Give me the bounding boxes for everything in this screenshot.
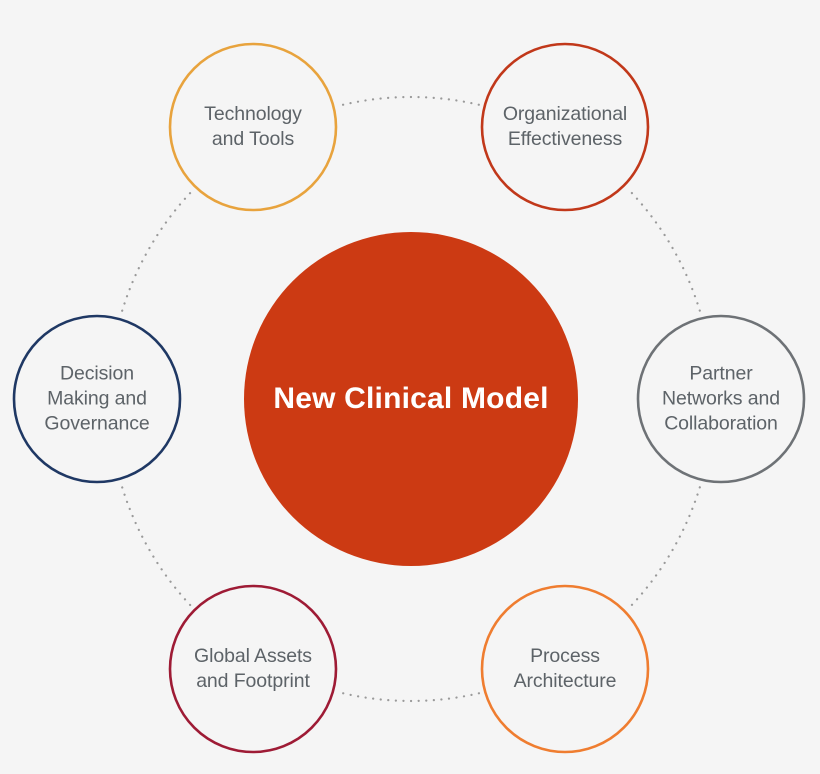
node-circle-organizational-effectiveness[interactable] — [480, 42, 650, 212]
node-circle-technology-and-tools[interactable] — [168, 42, 338, 212]
hub-circle[interactable] — [244, 232, 578, 566]
connector-arc — [341, 95, 481, 106]
connector-arc — [341, 692, 481, 703]
node-rings — [12, 42, 806, 754]
node-label-global-assets-and-footprint: Global Assets and Footprint — [194, 645, 312, 692]
node-circle-decision-making-and-governance[interactable] — [12, 314, 182, 484]
connector-arc — [630, 191, 701, 312]
node-circle-global-assets-and-footprint[interactable] — [168, 584, 338, 754]
node-circle-partner-networks-and-collaboration[interactable] — [636, 314, 806, 484]
hub-label: New Clinical Model — [273, 382, 549, 415]
connector-arc — [121, 191, 192, 312]
node-label-partner-networks-and-collaboration: Partner Networks and Collaboration — [661, 362, 781, 435]
node-label-process-architecture: Process Architecture — [513, 645, 617, 692]
node-label-technology-and-tools: Technology and Tools — [204, 103, 302, 150]
connector-arcs — [121, 95, 701, 703]
node-label-organizational-effectiveness: Organizational Effectiveness — [502, 103, 628, 150]
node-circle-process-architecture[interactable] — [480, 584, 650, 754]
connector-arc — [630, 486, 701, 607]
node-label-decision-making-and-governance: Decision Making and Governance — [44, 362, 150, 435]
connector-arc — [121, 486, 192, 607]
